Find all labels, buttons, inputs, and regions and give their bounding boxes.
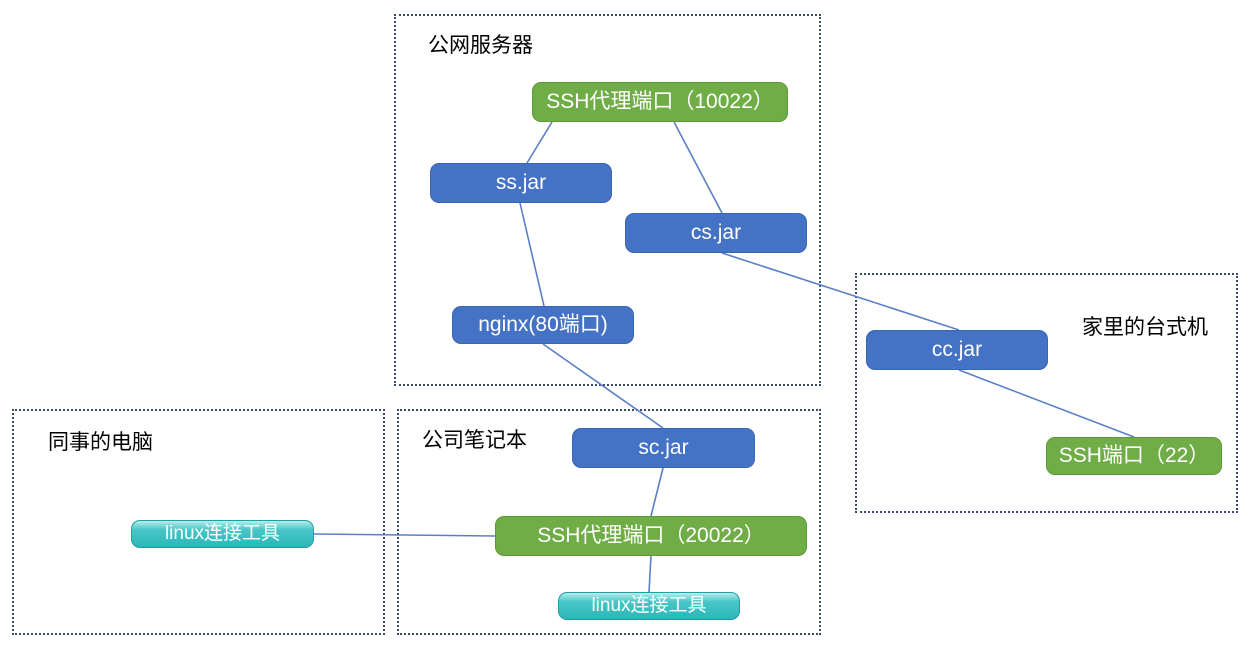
node-cc-jar[interactable]: cc.jar — [866, 330, 1048, 370]
node-ssh-proxy-20022[interactable]: SSH代理端口（20022） — [495, 516, 807, 556]
group-container-home-desktop — [855, 273, 1238, 513]
node-linux-tool-colleague[interactable]: linux连接工具 — [131, 520, 314, 548]
group-container-colleague-pc — [12, 409, 385, 635]
node-ss-jar[interactable]: ss.jar — [430, 163, 612, 203]
group-title-home-desktop: 家里的台式机 — [1082, 316, 1208, 339]
node-nginx-80[interactable]: nginx(80端口) — [452, 306, 634, 344]
group-title-public-server: 公网服务器 — [428, 34, 533, 57]
node-sc-jar[interactable]: sc.jar — [572, 428, 755, 468]
group-title-company-laptop: 公司笔记本 — [422, 429, 527, 452]
node-cs-jar[interactable]: cs.jar — [625, 213, 807, 253]
node-ssh-port-22[interactable]: SSH端口（22） — [1046, 437, 1222, 475]
node-linux-tool-laptop[interactable]: linux连接工具 — [558, 592, 740, 620]
group-title-colleague-pc: 同事的电脑 — [48, 431, 153, 454]
node-ssh-proxy-10022[interactable]: SSH代理端口（10022） — [532, 82, 788, 122]
